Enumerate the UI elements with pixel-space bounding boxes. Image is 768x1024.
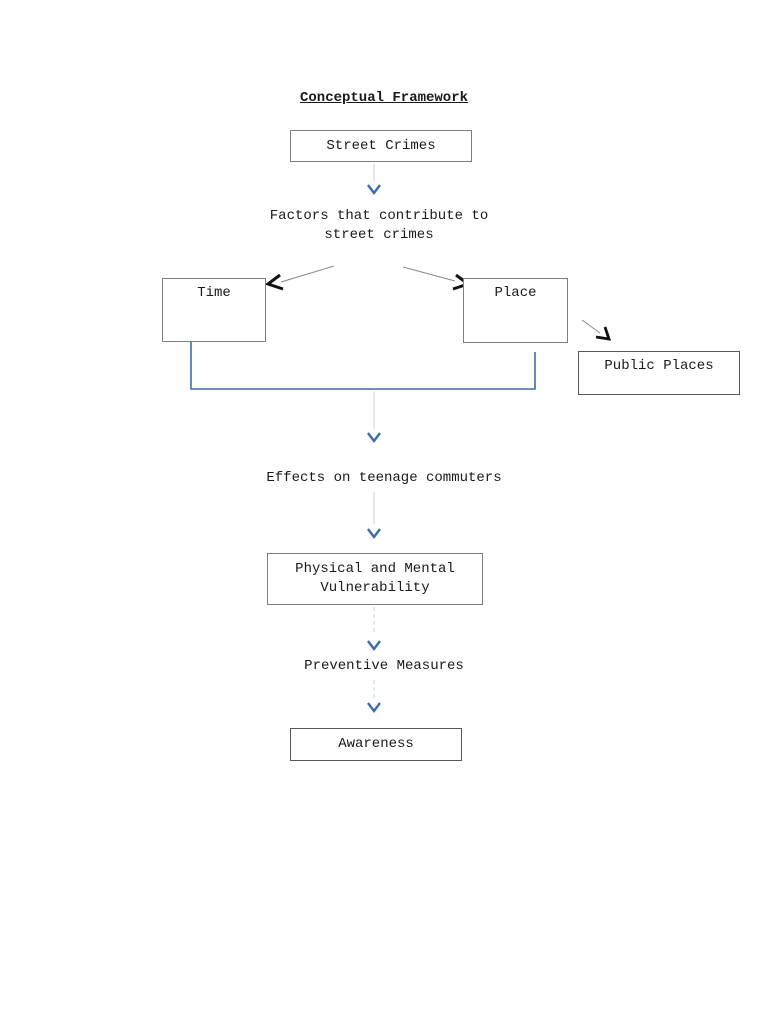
node-place: Place [463, 278, 568, 343]
label-effects-on-commuters: Effects on teenage commuters [266, 470, 502, 486]
time-place-merge-connector [190, 342, 536, 390]
label-preventive-measures: Preventive Measures [304, 658, 464, 674]
arrowhead-to-public-places-icon [595, 326, 612, 341]
label-factors-contribute: Factors that contribute to street crimes [269, 208, 489, 243]
page-title: Conceptual Framework [299, 90, 469, 106]
node-public-places: Public Places [578, 351, 740, 395]
chevron-down-icon [367, 184, 381, 195]
node-time: Time [162, 278, 266, 342]
chevron-down-icon [367, 528, 381, 539]
node-physical-mental-vulnerability: Physical and Mental Vulnerability [267, 553, 483, 605]
chevron-down-icon [367, 640, 381, 651]
arrow-shaft-to-time [280, 265, 335, 283]
node-awareness: Awareness [290, 728, 462, 761]
node-street-crimes: Street Crimes [290, 130, 472, 162]
arrow-shaft-to-place [402, 266, 456, 282]
arrow-shaft-to-public-places [581, 319, 601, 334]
arrowhead-to-time-icon [264, 273, 284, 291]
chevron-down-icon [367, 702, 381, 713]
chevron-down-icon [367, 432, 381, 443]
